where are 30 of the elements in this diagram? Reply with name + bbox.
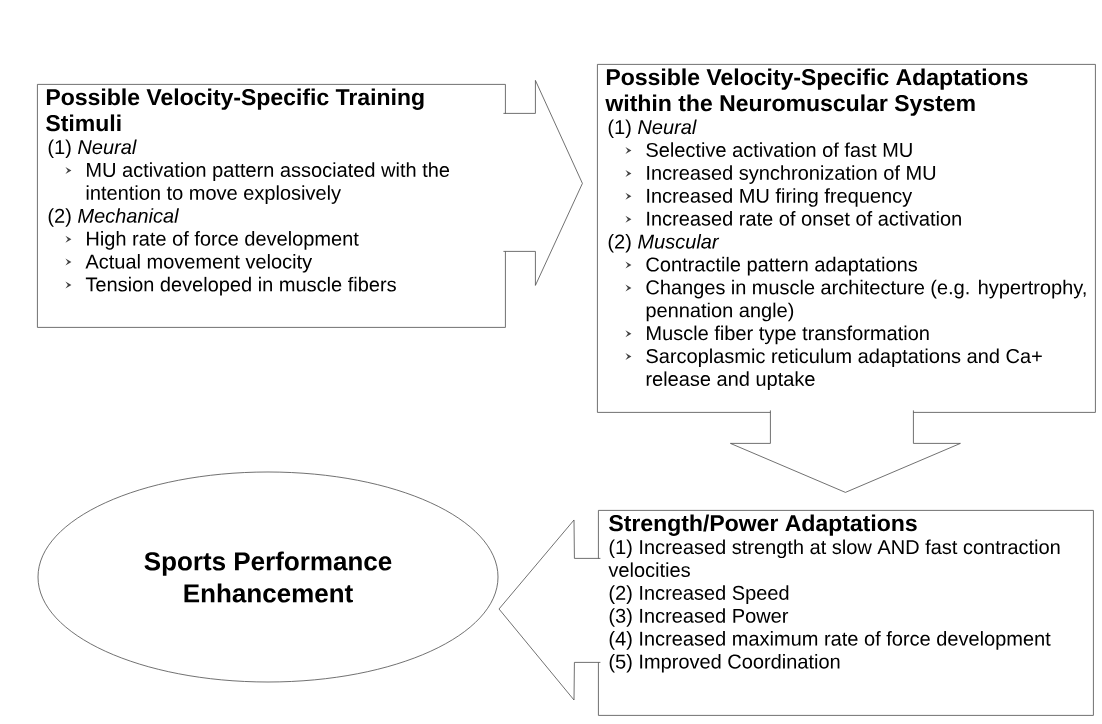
section-label: (1) Neural <box>608 119 697 139</box>
list-item: High rate of force development <box>87 231 359 250</box>
section-label: (2) Muscular <box>608 233 720 253</box>
list-item: (1) Increased strength at slow AND fast contraction velocities <box>608 539 1060 578</box>
box-heading: Possible Velocity-Specific Adaptations within the Neuromuscular System <box>605 68 1028 116</box>
list-item: Changes in muscle architecture (e.g. hypertrophy, pennation angle) <box>646 279 1086 322</box>
process-box <box>37 84 506 328</box>
list-item: (3) Increased Power <box>609 608 789 627</box>
section-label: (1) Neural <box>48 139 137 159</box>
block-arrow <box>498 519 601 701</box>
list-item: Increased rate of onset of activation <box>647 211 961 226</box>
block-arrow <box>503 80 583 286</box>
block-arrow <box>730 410 961 493</box>
list-item: (2) Increased Speed <box>609 585 789 604</box>
list-item: Muscle fiber type transformation <box>647 325 929 345</box>
list-item: (4) Increased maximum rate of force development <box>609 631 1051 650</box>
list-item: Tension developed in muscle fibers <box>85 276 396 296</box>
list-item: Increased synchronization of MU <box>647 165 936 184</box>
box-heading: Possible Velocity-Specific Training Stimuli <box>46 88 424 132</box>
list-item: (5) Improved Coordination <box>609 653 840 673</box>
list-item: Sarcoplasmic reticulum adaptations and Ca+ release and uptake <box>646 348 1042 390</box>
list-item: MU activation pattern associated with the intention to move explosively <box>86 162 450 204</box>
box-heading: Strength/Power Adaptations <box>609 514 917 536</box>
process-box <box>598 510 1094 716</box>
list-item: Actual movement velocity <box>85 253 313 273</box>
list-item: Contractile pattern adaptations <box>646 256 917 276</box>
section-label: (2) Mechanical <box>48 208 179 227</box>
process-box <box>597 64 1096 413</box>
list-item: Selective activation of fast MU <box>646 142 912 158</box>
list-item: Increased MU firing frequency <box>647 188 913 207</box>
